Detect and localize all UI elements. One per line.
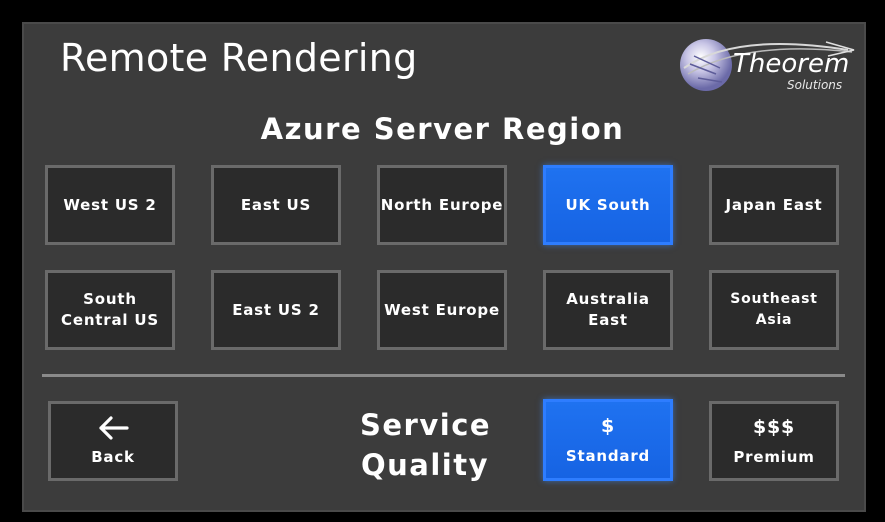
region-heading: Azure Server Region	[260, 112, 625, 146]
arrow-left-icon	[99, 415, 129, 440]
premium-quality-button[interactable]: $$$ Premium	[709, 401, 839, 481]
region-button-east-us[interactable]: East US	[211, 165, 341, 245]
back-button-label: Back	[91, 447, 135, 466]
logo-subtitle: Solutions	[787, 78, 843, 92]
region-button-label: Japan East	[725, 195, 823, 214]
region-button-label: Southeast Asia	[730, 291, 818, 328]
service-quality-label-line2: Quality	[360, 448, 489, 482]
back-button[interactable]: Back	[48, 401, 178, 481]
section-divider	[42, 374, 845, 377]
region-button-label: Australia East	[566, 290, 650, 329]
dollar-icon: $	[600, 414, 616, 437]
region-button-australia-east[interactable]: Australia East	[543, 270, 673, 350]
premium-quality-label: Premium	[733, 447, 815, 466]
region-button-southeast-asia[interactable]: Southeast Asia	[709, 270, 839, 350]
service-quality-label-line1: Service	[360, 408, 492, 442]
standard-quality-button[interactable]: $ Standard	[543, 399, 673, 481]
region-button-label: East US 2	[232, 300, 320, 319]
region-button-uk-south[interactable]: UK South	[543, 165, 673, 245]
region-button-label: UK South	[565, 195, 651, 214]
region-button-west-europe[interactable]: West Europe	[377, 270, 507, 350]
region-button-north-europe[interactable]: North Europe	[377, 165, 507, 245]
region-button-label: West Europe	[384, 300, 500, 319]
region-button-label: South Central US	[61, 290, 159, 329]
service-quality-label: Service Quality	[360, 405, 490, 485]
logo-name: Theorem	[733, 49, 850, 79]
region-button-east-us-2[interactable]: East US 2	[211, 270, 341, 350]
region-button-label: North Europe	[380, 195, 504, 214]
region-button-japan-east[interactable]: Japan East	[709, 165, 839, 245]
triple-dollar-icon: $$$	[752, 415, 796, 438]
page-title: Remote Rendering	[60, 36, 418, 80]
theorem-logo	[680, 39, 855, 91]
region-button-label: East US	[240, 195, 312, 214]
standard-quality-label: Standard	[565, 446, 651, 465]
region-button-label: West US 2	[63, 195, 157, 214]
region-button-south-central-us[interactable]: South Central US	[45, 270, 175, 350]
region-button-west-us-2[interactable]: West US 2	[45, 165, 175, 245]
